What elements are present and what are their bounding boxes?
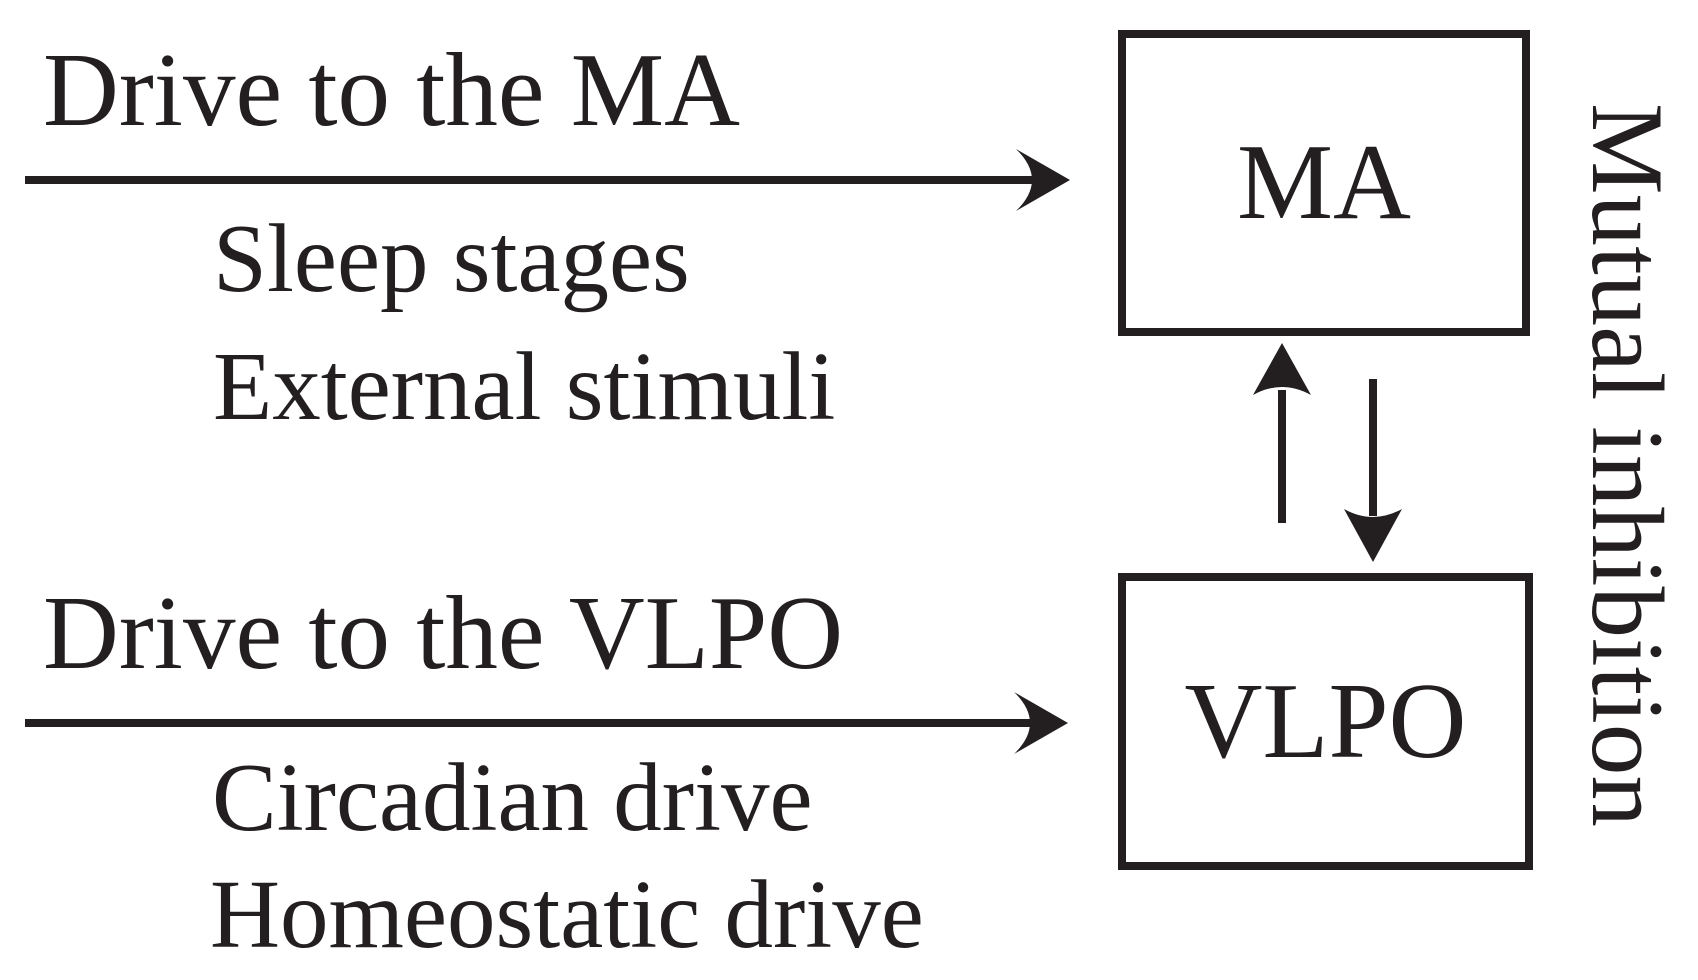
mutual-inhibition-label: Mutual inhibition (1570, 103, 1684, 827)
vlpo-factor-homeostatic-drive: Homeostatic drive (210, 861, 924, 968)
ma-factor-sleep-stages: Sleep stages (213, 205, 690, 312)
ma-node-label: MA (1236, 123, 1412, 242)
ma-node-box: MA (1118, 30, 1530, 336)
drive-to-vlpo-label: Drive to the VLPO (43, 574, 844, 691)
vlpo-factor-circadian-drive: Circadian drive (212, 744, 813, 851)
drive-to-ma-label: Drive to the MA (43, 31, 740, 148)
vlpo-node-box: VLPO (1118, 573, 1533, 870)
vlpo-to-ma-arrow (1253, 343, 1311, 523)
ma-factor-external-stimuli: External stimuli (213, 333, 836, 440)
vlpo-node-label: VLPO (1184, 661, 1467, 781)
ma-to-vlpo-arrow (1344, 379, 1402, 562)
drive-to-ma-arrow (25, 149, 1070, 211)
drive-to-vlpo-arrow (25, 692, 1068, 754)
